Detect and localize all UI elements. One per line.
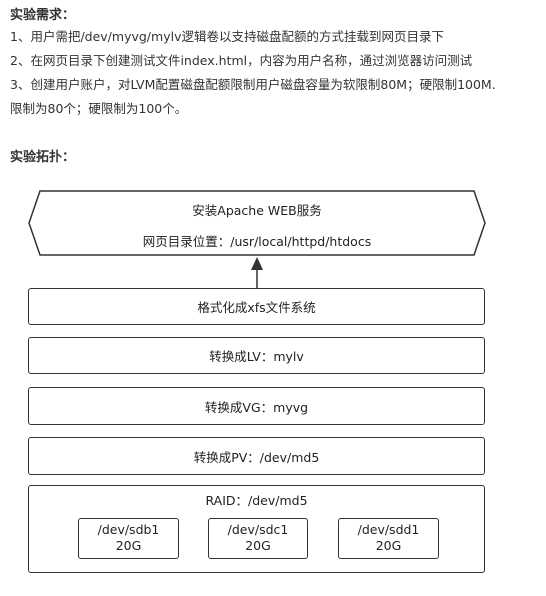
requirements-heading: 实验需求： xyxy=(10,8,76,23)
requirement-item-2: 2、在网页目录下创建测试文件index.html，内容为用户名称，通过浏览器访问… xyxy=(10,53,473,68)
disk-size: 20G xyxy=(115,538,142,553)
topology-heading: 实验拓扑： xyxy=(10,150,76,165)
disk-name: /dev/sdc1 xyxy=(227,522,289,537)
lv-layer: 转换成LV：mylv xyxy=(28,337,485,374)
requirement-item-3: 3、创建用户账户，对LVM配置磁盘配额限制用户磁盘容量为软限制80M；硬限制10… xyxy=(10,77,496,92)
apache-node: 安装Apache WEB服务 网页目录位置：/usr/local/httpd/h… xyxy=(29,191,485,255)
web-root-label: 网页目录位置：/usr/local/httpd/htdocs xyxy=(142,234,372,249)
raid-label: RAID：/dev/md5 xyxy=(205,493,308,508)
disk-name: /dev/sdd1 xyxy=(357,522,420,537)
arrow-head-icon xyxy=(251,257,263,270)
xfs-format-layer: 格式化成xfs文件系统 xyxy=(28,288,485,325)
requirement-item-3-continued: 限制为80个；硬限制为100个。 xyxy=(10,101,188,116)
disk-sdd1: /dev/sdd1 20G xyxy=(338,518,439,559)
disk-sdb1: /dev/sdb1 20G xyxy=(78,518,179,559)
pv-layer: 转换成PV：/dev/md5 xyxy=(28,437,485,475)
disk-size: 20G xyxy=(245,538,271,553)
requirement-item-1: 1、用户需把/dev/myvg/mylv逻辑卷以支持磁盘配额的方式挂载到网页目录… xyxy=(10,29,444,44)
apache-service-label: 安装Apache WEB服务 xyxy=(192,203,322,218)
disk-size: 20G xyxy=(375,538,402,553)
vg-layer: 转换成VG：myvg xyxy=(28,387,485,425)
disk-sdc1: /dev/sdc1 20G xyxy=(208,518,308,559)
disk-name: /dev/sdb1 xyxy=(97,522,160,537)
